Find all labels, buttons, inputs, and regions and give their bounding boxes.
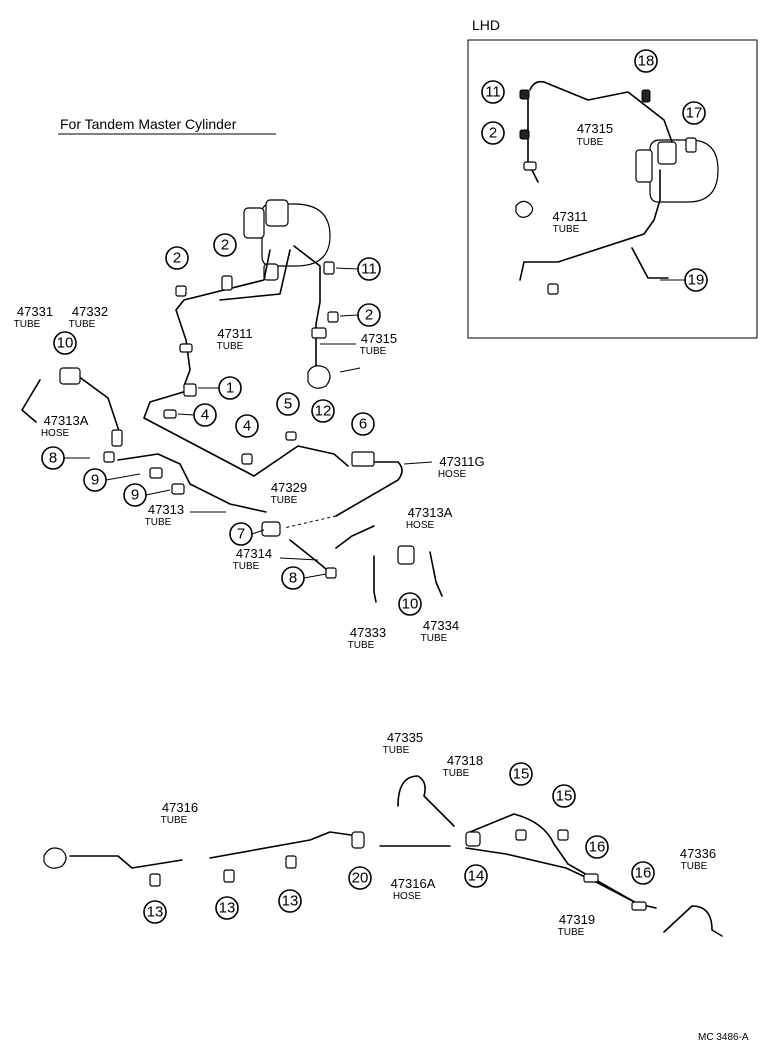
rear-brake-assembly: 13 13 13 20 14 15 15 16 16 47316 TUBE 47… [43, 730, 723, 938]
inset-frame [467, 39, 758, 339]
diagram-heading: For Tandem Master Cylinder [60, 116, 237, 132]
part-47333-kind: TUBE [348, 640, 375, 651]
callout-19-inset: 19 [688, 272, 705, 289]
part-47311-kind: TUBE [217, 341, 244, 352]
part-47313A-left-kind: HOSE [41, 428, 70, 439]
part-47331-kind: TUBE [14, 319, 41, 330]
part-47313A-right-kind: HOSE [406, 520, 435, 531]
callout-9b: 9 [131, 487, 139, 504]
callout-14: 14 [468, 868, 485, 885]
callout-8a: 8 [49, 450, 57, 467]
part-47319: 47319 [559, 912, 595, 927]
callout-6: 6 [359, 416, 367, 433]
callout-10b: 10 [402, 596, 419, 613]
part-47313: 47313 [148, 502, 184, 517]
callout-13b: 13 [219, 900, 236, 917]
part-47315: 47315 [361, 331, 397, 346]
callout-13c: 13 [282, 893, 299, 910]
part-47316A-kind: HOSE [393, 891, 422, 902]
callout-7: 7 [237, 526, 245, 543]
callout-11: 11 [361, 261, 377, 278]
master-cylinder [243, 199, 331, 281]
part-47332: 47332 [72, 304, 108, 319]
part-47313A-right: 47313A [408, 505, 453, 520]
part-47313A-left: 47313A [44, 413, 89, 428]
part-47316: 47316 [162, 800, 198, 815]
part-47314-kind: TUBE [233, 561, 260, 572]
callout-16a: 16 [589, 839, 606, 856]
inset-part-47311: 47311 [552, 209, 587, 224]
callout-1: 1 [226, 380, 234, 397]
inset-tube-47311 [519, 169, 661, 281]
callout-17-inset: 17 [686, 105, 703, 122]
footer-code: MC 3486-A [698, 1032, 749, 1043]
part-47336: 47336 [680, 846, 716, 861]
part-47318: 47318 [447, 753, 483, 768]
part-47311G: 47311G [439, 454, 484, 469]
part-47335: 47335 [387, 730, 423, 745]
callout-8b: 8 [289, 570, 297, 587]
part-47335-kind: TUBE [383, 745, 410, 756]
part-47313-kind: TUBE [145, 517, 172, 528]
part-47336-kind: TUBE [681, 861, 708, 872]
callout-2c: 2 [365, 307, 373, 324]
inset-part-47311-kind: TUBE [553, 224, 580, 235]
callout-2b: 2 [221, 237, 229, 254]
part-47331: 47331 [17, 304, 53, 319]
inset-part-47315-kind: TUBE [577, 137, 604, 148]
part-47311: 47311 [217, 326, 252, 341]
callout-13a: 13 [147, 904, 164, 921]
inset-tube-47315 [529, 80, 673, 143]
part-47318-kind: TUBE [443, 768, 470, 779]
front-brake-assembly: 2 2 11 2 1 4 4 5 12 6 10 8 9 9 7 8 10 47… [14, 199, 485, 651]
callout-2a: 2 [173, 250, 181, 267]
callout-2-inset: 2 [489, 125, 497, 142]
callout-4a: 4 [201, 407, 209, 424]
part-47333: 47333 [350, 625, 386, 640]
part-47316A: 47316A [391, 876, 436, 891]
part-47316-kind: TUBE [161, 815, 188, 826]
inset-part-47315: 47315 [577, 121, 613, 136]
part-47329: 47329 [271, 480, 307, 495]
part-47332-kind: TUBE [69, 319, 96, 330]
callout-11-inset: 11 [485, 84, 501, 101]
part-47319-kind: TUBE [558, 927, 585, 938]
callout-12: 12 [315, 403, 332, 420]
callout-5: 5 [284, 396, 292, 413]
lhd-inset: LHD 11 2 18 17 19 47315 TUBE 47311 T [467, 17, 758, 339]
callout-10a: 10 [57, 335, 74, 352]
part-47314: 47314 [236, 546, 272, 561]
callout-15b: 15 [556, 788, 573, 805]
callout-9a: 9 [91, 472, 99, 489]
callout-18-inset: 18 [638, 53, 655, 70]
callout-16b: 16 [635, 865, 652, 882]
part-47334: 47334 [423, 618, 459, 633]
part-47329-kind: TUBE [271, 495, 298, 506]
callout-15a: 15 [513, 766, 530, 783]
inset-title: LHD [472, 17, 500, 33]
part-47315-kind: TUBE [360, 346, 387, 357]
inset-master-cylinder [635, 139, 719, 203]
callout-4b: 4 [243, 418, 251, 435]
part-47311G-kind: HOSE [438, 469, 467, 480]
part-47334-kind: TUBE [421, 633, 448, 644]
callout-20: 20 [352, 870, 369, 887]
